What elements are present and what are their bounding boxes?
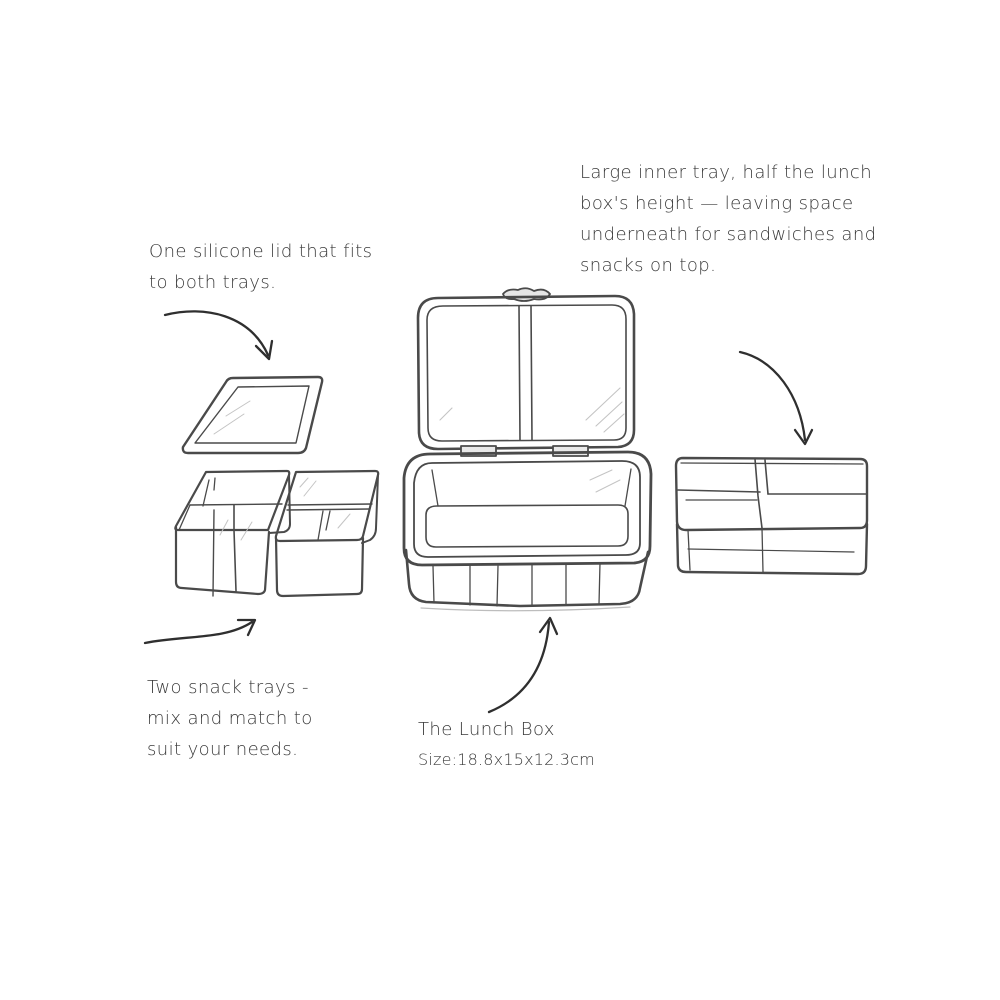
- inner-tray-annotation-line: Large inner tray, half the lunch: [580, 162, 873, 183]
- lunch-box-title: The Lunch Box: [418, 719, 555, 740]
- snack-trays-annotation: Two snack trays - mix and match to suit …: [147, 672, 313, 765]
- snack-tray-right: [274, 469, 380, 598]
- arrow-snack-trays: [143, 618, 257, 645]
- snack-trays-annotation-line: mix and match to: [147, 708, 313, 729]
- inner-tray-annotation-line: snacks on top.: [580, 255, 717, 276]
- lunch-box: [402, 287, 653, 612]
- inner-tray-annotation-line: underneath for sandwiches and: [580, 224, 877, 245]
- large-inner-tray: [674, 456, 869, 576]
- snack-trays-annotation-line: suit your needs.: [147, 739, 299, 760]
- arrow-lunch-box: [487, 616, 559, 714]
- lunch-box-size: Size:18.8x15x12.3cm: [418, 750, 595, 769]
- lid-annotation-line: to both trays.: [149, 272, 277, 293]
- arrow-inner-tray: [738, 350, 814, 446]
- arrow-lid: [163, 310, 274, 361]
- snack-tray-left: [174, 469, 291, 597]
- lid-annotation: One silicone lid that fits to both trays…: [149, 236, 372, 298]
- inner-tray-annotation-line: box's height — leaving space: [580, 193, 854, 214]
- lunch-box-annotation: The Lunch Box Size:18.8x15x12.3cm: [418, 715, 595, 775]
- snack-trays-annotation-line: Two snack trays -: [147, 677, 309, 698]
- lid-annotation-line: One silicone lid that fits: [149, 241, 373, 262]
- silicone-lid: [181, 375, 324, 455]
- inner-tray-annotation: Large inner tray, half the lunch box's h…: [580, 157, 876, 281]
